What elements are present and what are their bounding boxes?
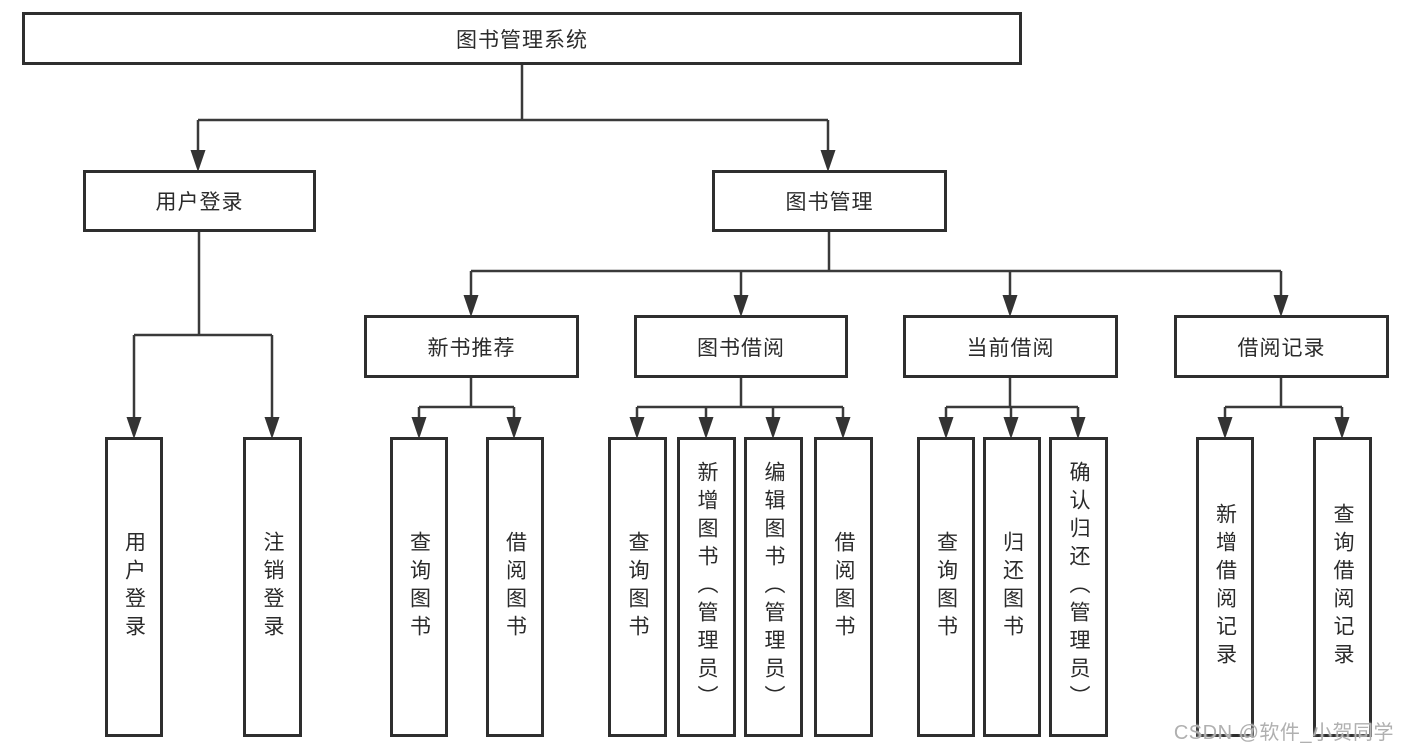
leaf-query-books-current: 查询图书 <box>917 437 975 737</box>
leaf-query-books-borrowing: 查询图书 <box>608 437 667 737</box>
node-current-borrowing: 当前借阅 <box>903 315 1118 378</box>
leaf-borrow-books-recommend-label: 借阅图书 <box>503 531 527 643</box>
arrow-down <box>190 150 206 172</box>
leaf-return-books: 归还图书 <box>983 437 1041 737</box>
node-root: 图书管理系统 <box>22 12 1022 65</box>
node-book-borrowing-label: 图书借阅 <box>697 336 785 360</box>
node-book-management-label: 图书管理 <box>785 191 874 214</box>
arrow-down <box>733 295 749 317</box>
node-user-login-label: 用户登录 <box>155 191 244 214</box>
arrow-down <box>1273 295 1289 317</box>
arrow-down <box>463 295 479 317</box>
arrow-down <box>411 417 427 439</box>
arrow-down <box>1334 417 1350 439</box>
leaf-add-books-admin: 新增图书（管理员） <box>677 437 736 737</box>
node-book-management: 图书管理 <box>712 170 947 232</box>
arrow-down <box>629 417 645 439</box>
leaf-add-borrow-record-label: 新增借阅记录 <box>1213 503 1237 671</box>
leaf-borrow-books-recommend: 借阅图书 <box>486 437 544 737</box>
arrow-down <box>1070 417 1086 439</box>
node-current-borrowing-label: 当前借阅 <box>966 336 1055 360</box>
node-new-book-recommend: 新书推荐 <box>364 315 579 378</box>
node-user-login: 用户登录 <box>83 170 316 232</box>
node-new-book-recommend-label: 新书推荐 <box>427 336 516 360</box>
leaf-query-books-borrowing-label: 查询图书 <box>626 531 649 643</box>
arrow-down <box>1217 417 1233 439</box>
arrow-down <box>835 417 851 439</box>
csdn-watermark: CSDN @软件_小贺同学 <box>1173 722 1394 744</box>
node-book-borrowing: 图书借阅 <box>634 315 848 378</box>
leaf-query-borrow-record-label: 查询借阅记录 <box>1331 503 1354 671</box>
connector-book-borrowing <box>635 378 845 418</box>
node-borrowing-records: 借阅记录 <box>1174 315 1389 378</box>
connector-new-book-recommend <box>417 378 516 418</box>
arrow-down <box>765 417 781 439</box>
leaf-user-login-label: 用户登录 <box>122 531 146 643</box>
arrow-down <box>820 150 836 172</box>
connector-user-login <box>132 232 274 418</box>
leaf-add-books-admin-label: 新增图书（管理员） <box>695 461 718 713</box>
arrow-down <box>264 417 280 439</box>
leaf-confirm-return-admin: 确认归还（管理员） <box>1049 437 1108 737</box>
leaf-user-login: 用户登录 <box>105 437 163 737</box>
arrow-down <box>126 417 142 439</box>
leaf-query-borrow-record: 查询借阅记录 <box>1313 437 1372 737</box>
leaf-edit-books-admin-label: 编辑图书（管理员） <box>762 461 785 713</box>
leaf-confirm-return-admin-label: 确认归还（管理员） <box>1067 461 1090 713</box>
leaf-query-books-current-label: 查询图书 <box>934 531 958 643</box>
node-root-label: 图书管理系统 <box>456 28 588 52</box>
leaf-query-books-recommend-label: 查询图书 <box>407 531 431 643</box>
arrow-down <box>1003 417 1019 439</box>
connector-borrowing-records <box>1223 378 1344 418</box>
connector-book-management <box>469 232 1283 296</box>
leaf-add-borrow-record: 新增借阅记录 <box>1196 437 1254 737</box>
connector-root <box>196 65 830 151</box>
leaf-logout-label: 注销登录 <box>261 531 284 643</box>
leaf-borrow-books-borrowing: 借阅图书 <box>814 437 873 737</box>
arrow-down <box>1002 295 1018 317</box>
leaf-borrow-books-borrowing-label: 借阅图书 <box>832 531 855 643</box>
arrow-down <box>698 417 714 439</box>
leaf-edit-books-admin: 编辑图书（管理员） <box>744 437 803 737</box>
leaf-logout: 注销登录 <box>243 437 302 737</box>
leaf-query-books-recommend: 查询图书 <box>390 437 448 737</box>
arrow-down <box>938 417 954 439</box>
connector-current-borrowing <box>944 378 1080 418</box>
arrow-down <box>506 417 522 439</box>
node-borrowing-records-label: 借阅记录 <box>1237 336 1326 360</box>
leaf-return-books-label: 归还图书 <box>1000 531 1024 643</box>
